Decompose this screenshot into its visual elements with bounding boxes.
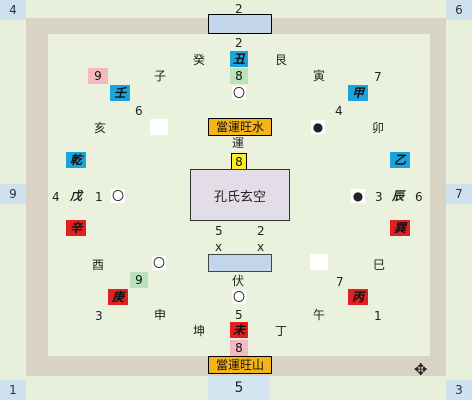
corner-top-right: 6: [446, 0, 472, 20]
pink-number-8: 8: [230, 340, 248, 356]
mountain-yi: 乙: [390, 152, 410, 168]
corner-bottom-right: 3: [446, 380, 472, 400]
mountain-mao: 卯: [372, 121, 385, 135]
mountain-xun: 巽: [390, 220, 410, 236]
mountain-gen: 艮: [275, 53, 288, 67]
corner-bottom-left: 1: [0, 380, 26, 400]
mountain-zi: 子: [154, 69, 167, 83]
corner-top-left: 4: [0, 0, 26, 20]
fu-label: 伏: [232, 274, 245, 288]
right-num-7b: 7: [336, 275, 344, 289]
center-num-right: 2: [257, 224, 265, 238]
center-x-right: x: [257, 240, 265, 254]
yun-label: 運: [232, 136, 245, 150]
green-number-9: 9: [130, 272, 148, 288]
green-number-8: 8: [230, 68, 248, 84]
mountain-jia: 甲: [348, 85, 368, 101]
wang-shui-label[interactable]: 當運旺水: [208, 118, 272, 136]
bottom-number-box: 5: [208, 376, 270, 400]
mountain-ren: 壬: [110, 85, 130, 101]
mountain-wei: 未: [230, 322, 248, 338]
center-title-box: 孔氏玄空: [190, 169, 290, 221]
center-lower-rect[interactable]: [208, 254, 272, 272]
pink-number-9: 9: [88, 68, 108, 84]
mountain-you: 酉: [92, 258, 105, 272]
side-left: 9: [0, 184, 26, 204]
left-num-4: 4: [52, 190, 60, 204]
top-number: 2: [235, 2, 243, 16]
mountain-xin: 辛: [66, 220, 86, 236]
top-inner-number: 2: [235, 36, 243, 50]
left-circle-marker-2: 〇: [152, 256, 166, 270]
right-num-6: 6: [415, 190, 423, 204]
right-num-3: 3: [375, 190, 383, 204]
mountain-qian: 乾: [66, 152, 86, 168]
mountain-wu-horse: 午: [313, 308, 326, 322]
mountain-geng: 庚: [108, 289, 128, 305]
mountain-chen: 辰: [392, 189, 405, 203]
mountain-hai: 亥: [94, 121, 107, 135]
mountain-bing: 丙: [348, 289, 368, 305]
center-x-left: x: [215, 240, 223, 254]
center-title: 孔氏玄空: [213, 189, 266, 205]
side-right: 7: [446, 184, 472, 204]
top-circle-marker: 〇: [232, 86, 246, 100]
mountain-ding: 丁: [275, 324, 288, 338]
wang-shan-label[interactable]: 當運旺山: [208, 356, 272, 374]
center-num-left: 5: [215, 224, 223, 238]
right-num-1: 1: [374, 309, 382, 323]
bottom-number: 5: [234, 380, 244, 396]
mountain-yin: 寅: [313, 69, 326, 83]
mountain-gui: 癸: [193, 53, 206, 67]
right-dot-marker-2: ●: [351, 189, 365, 203]
left-num-6: 6: [135, 104, 143, 118]
mountain-si: 巳: [373, 258, 386, 272]
mountain-kun: 坤: [193, 324, 206, 338]
left-num-3: 3: [95, 309, 103, 323]
right-num-4: 4: [335, 104, 343, 118]
left-empty-box: [150, 119, 168, 135]
right-empty-box: [310, 254, 328, 270]
move-cursor-icon: ✥: [414, 360, 428, 379]
mountain-chou: 丑: [230, 51, 248, 67]
top-palace-rect[interactable]: [208, 14, 272, 34]
mountain-wu-earth: 戊: [70, 189, 83, 203]
bottom-circle-marker: 〇: [232, 290, 246, 304]
mountain-shen: 申: [154, 308, 167, 322]
right-dot-marker: ●: [311, 120, 325, 134]
bottom-inner-number: 5: [235, 308, 243, 322]
left-circle-marker: 〇: [111, 189, 125, 203]
right-num-7: 7: [374, 70, 382, 84]
left-num-1: 1: [95, 190, 103, 204]
